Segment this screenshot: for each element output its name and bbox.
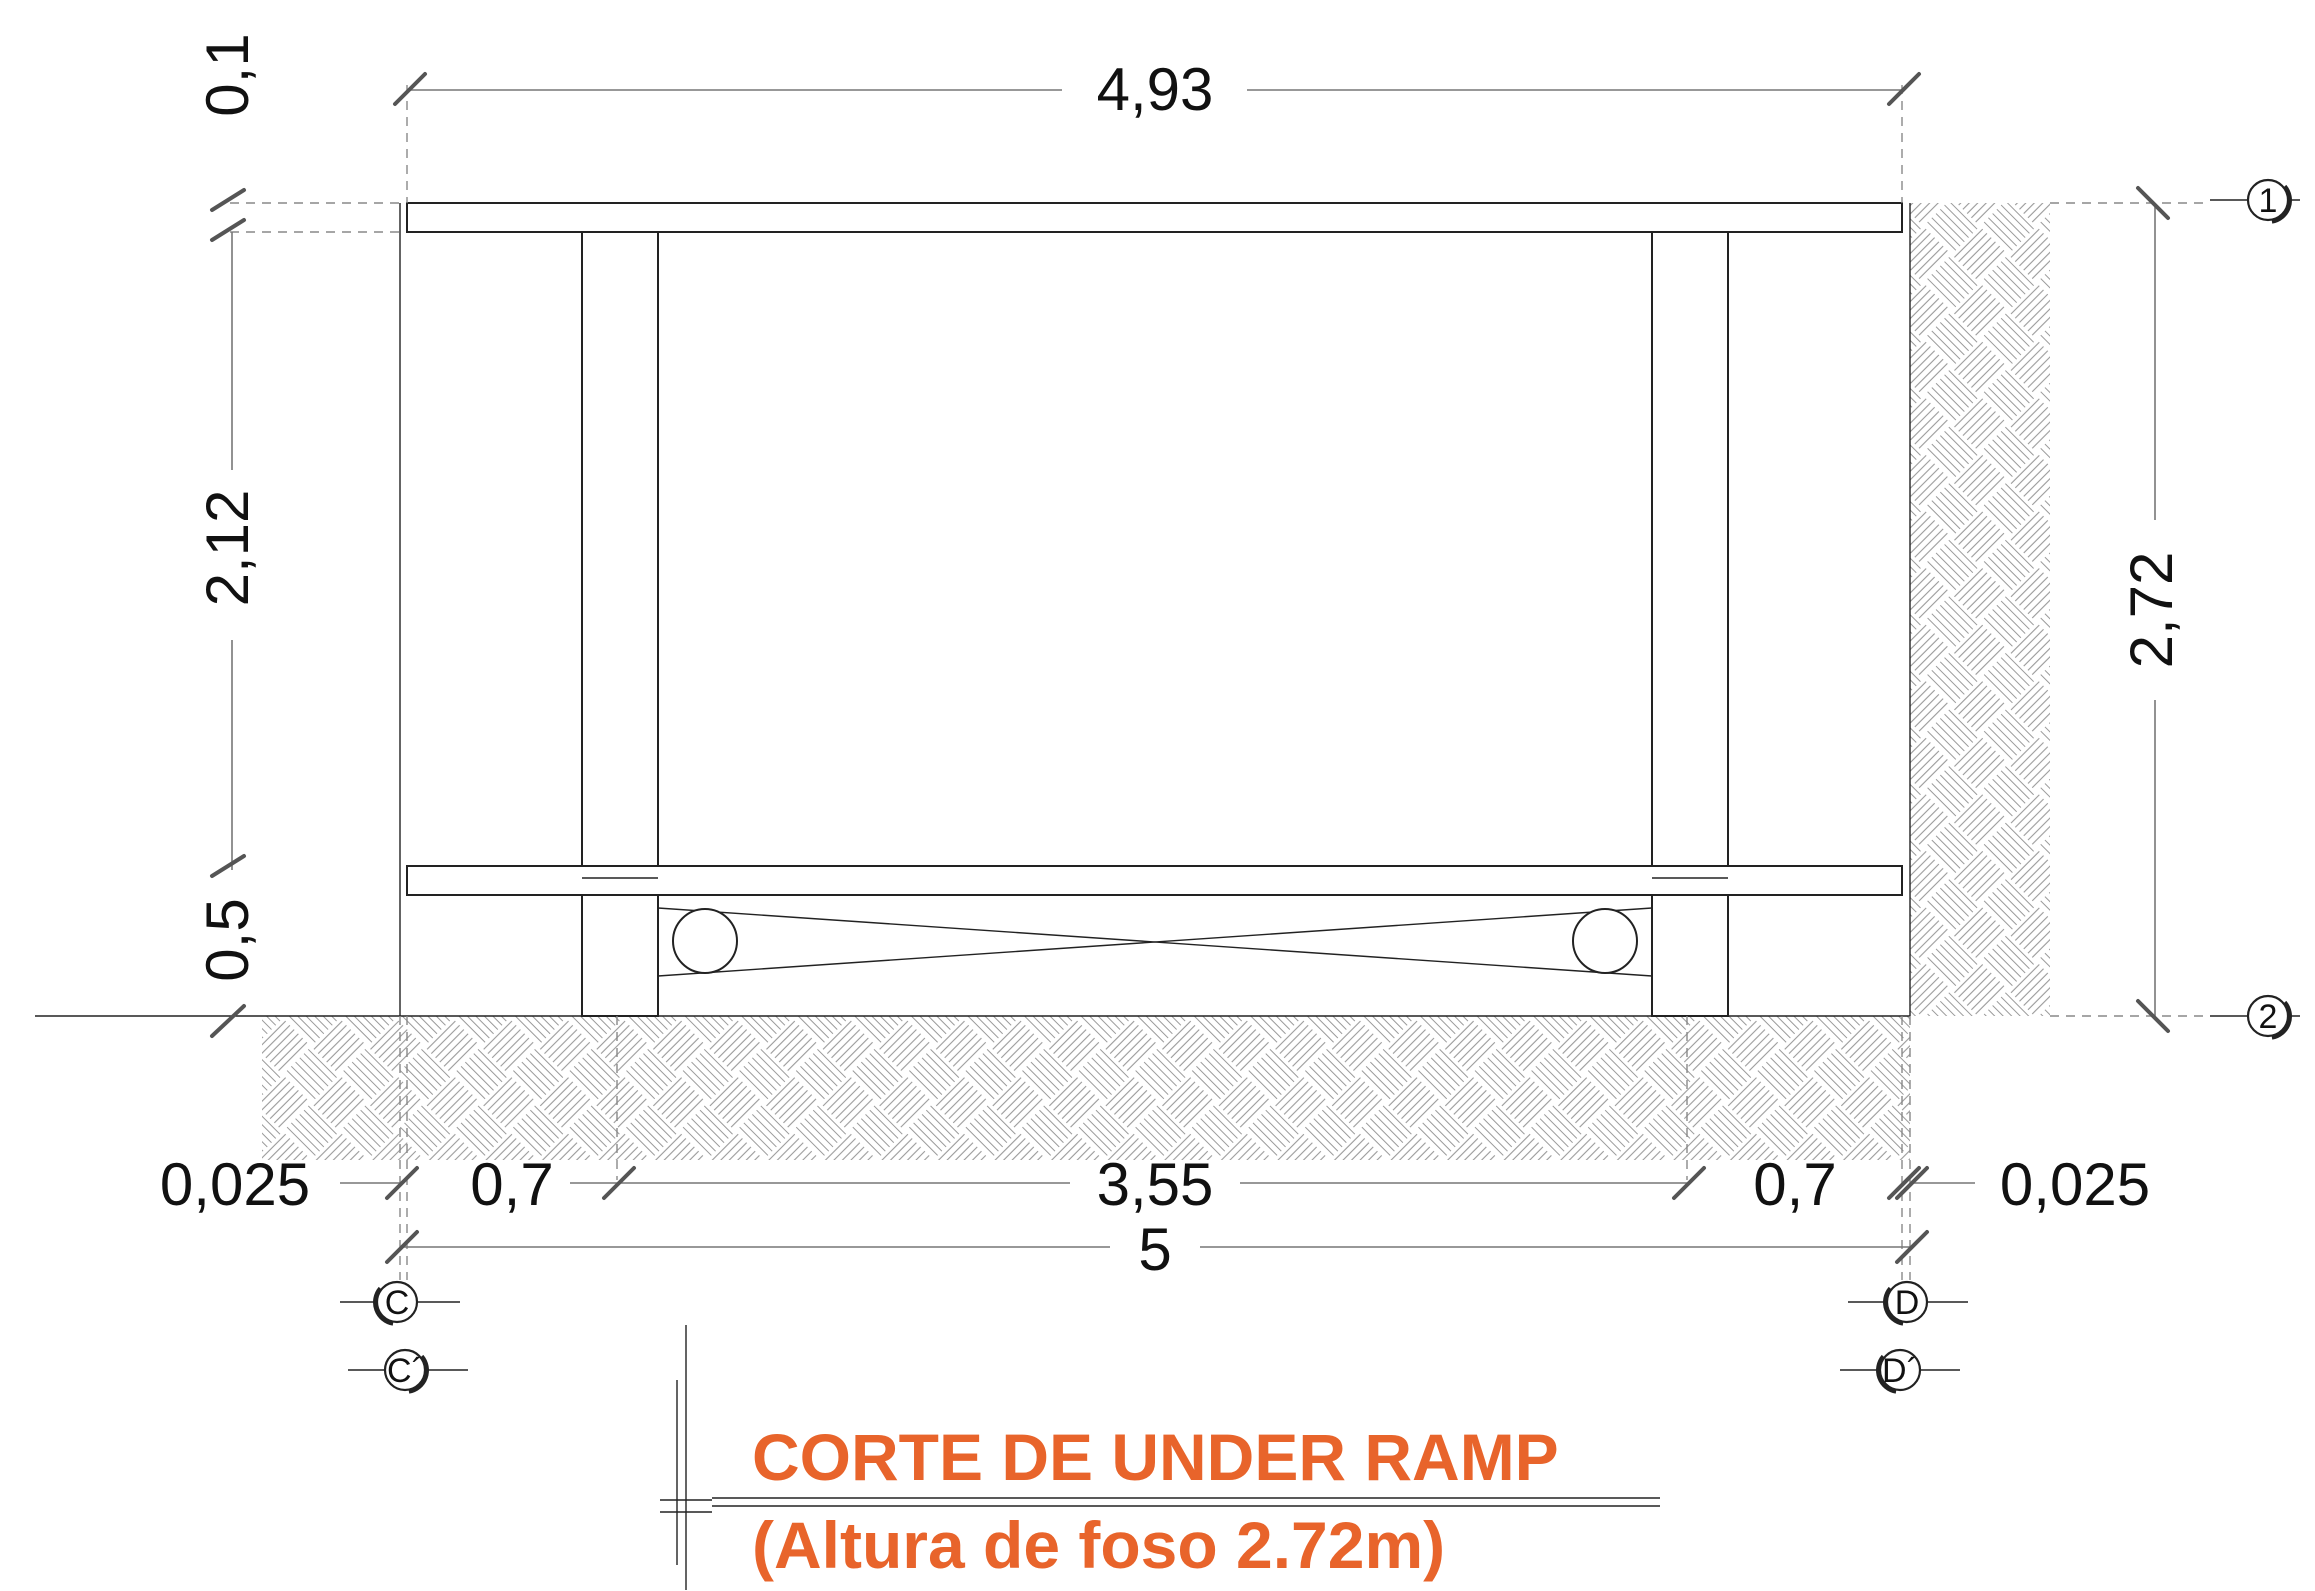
left-roller — [672, 908, 738, 974]
lower-deck — [406, 865, 1903, 896]
right-roller — [1572, 908, 1638, 974]
dimension-total-width-label: 5 — [1138, 1216, 1171, 1283]
title-block: CORTE DE UNDER RAMP (Altura de foso 2.72… — [660, 1325, 1660, 1590]
dimension-right-offset-label: 0,025 — [2000, 1151, 2150, 1218]
soil-below-pit — [262, 1016, 1910, 1160]
axis-marker-d: D — [1848, 1280, 1968, 1326]
dimension-bottom-depth-label: 0,5 — [194, 898, 261, 981]
dimension-bottom-chain: 0,025 0,7 3,55 0,7 0,025 — [160, 1151, 2150, 1218]
dimension-top-width: 4,93 — [393, 56, 1921, 123]
axis-marker-d-prime-label: D´ — [1882, 1352, 1918, 1390]
axis-marker-c: C — [340, 1280, 460, 1326]
dimension-left-post-label: 0,7 — [470, 1151, 553, 1218]
axis-marker-c-prime-label: C´ — [387, 1352, 423, 1390]
title-sub: (Altura de foso 2.72m) — [752, 1508, 1445, 1582]
top-slab — [406, 202, 1903, 233]
left-post — [581, 231, 659, 1017]
dimension-pit-height: 2,72 — [2118, 186, 2185, 1033]
dimension-total-width: 5 — [385, 1216, 1929, 1283]
dimension-pit-height-label: 2,72 — [2118, 552, 2185, 669]
dimension-left-chain: 0,1 2,12 0,5 — [194, 33, 261, 1038]
axis-marker-c-label: C — [385, 1284, 410, 1322]
right-post — [1651, 231, 1729, 1017]
axis-marker-d-prime: D´ — [1840, 1348, 1960, 1394]
title-main: CORTE DE UNDER RAMP — [752, 1420, 1559, 1494]
soil-right-wall — [1910, 203, 2050, 1016]
extension-lines — [230, 85, 1911, 1280]
dimension-top-width-label: 4,93 — [1097, 56, 1214, 123]
level-marker-2-label: 2 — [2259, 998, 2278, 1036]
axis-marker-d-label: D — [1895, 1284, 1920, 1322]
dimension-right-post-label: 0,7 — [1753, 1151, 1836, 1218]
dimension-top-slab-label: 0,1 — [194, 33, 261, 116]
level-marker-1: 1 — [2210, 178, 2300, 224]
axis-marker-c-prime: C´ — [348, 1348, 468, 1394]
dimension-wall-height-label: 2,12 — [194, 490, 261, 607]
level-marker-2: 2 — [2210, 994, 2300, 1040]
scissor-mechanism — [657, 907, 1653, 977]
level-marker-1-label: 1 — [2259, 182, 2278, 220]
dimension-middle-span-label: 3,55 — [1097, 1151, 1214, 1218]
dimension-left-offset-label: 0,025 — [160, 1151, 310, 1218]
